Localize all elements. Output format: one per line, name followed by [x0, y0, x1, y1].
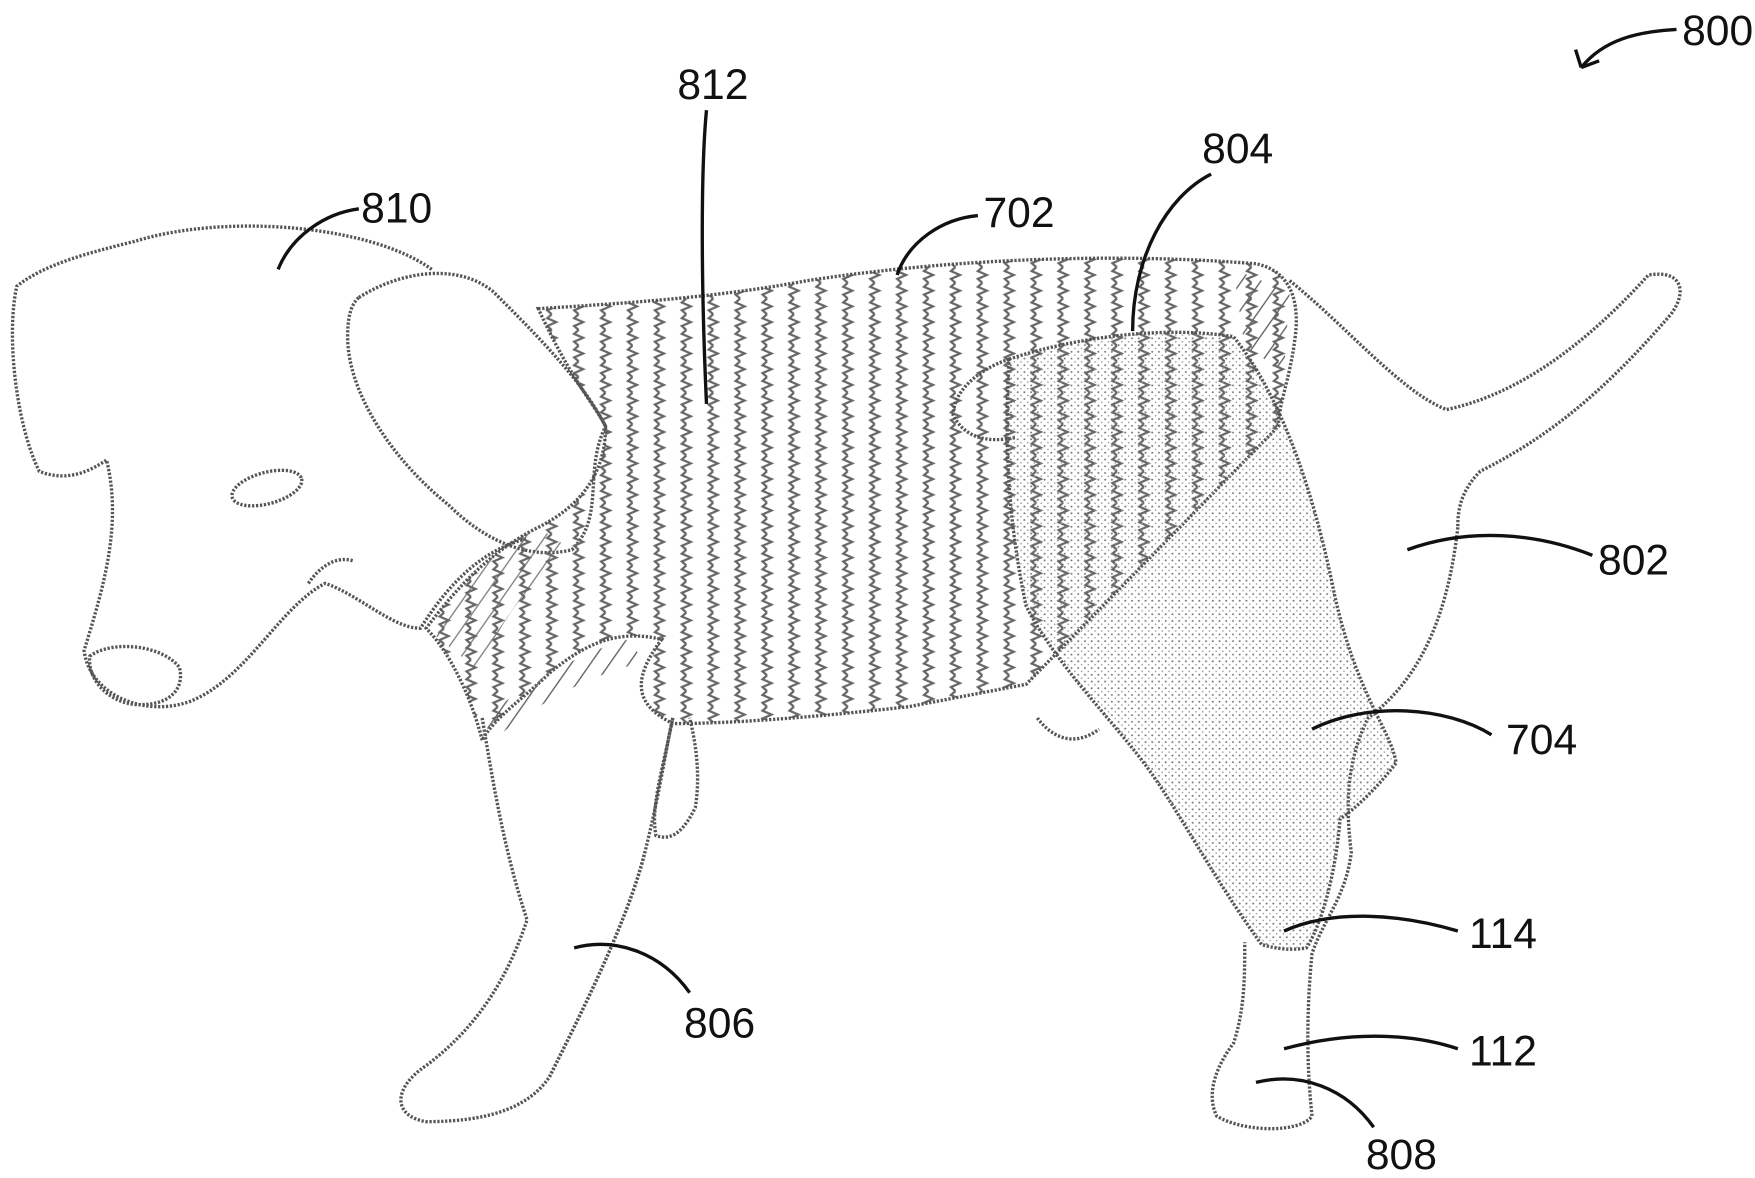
label-114: 114 — [1469, 910, 1537, 958]
label-804: 804 — [1202, 125, 1273, 173]
label-702: 702 — [983, 189, 1054, 237]
label-812: 812 — [677, 61, 748, 109]
label-810: 810 — [361, 184, 432, 232]
label-704: 704 — [1506, 716, 1577, 764]
label-802: 802 — [1598, 536, 1669, 584]
label-112: 112 — [1469, 1028, 1537, 1076]
label-808: 808 — [1366, 1131, 1437, 1178]
label-806: 806 — [684, 1000, 755, 1048]
reference-numeral-800: 800 — [1682, 7, 1753, 55]
